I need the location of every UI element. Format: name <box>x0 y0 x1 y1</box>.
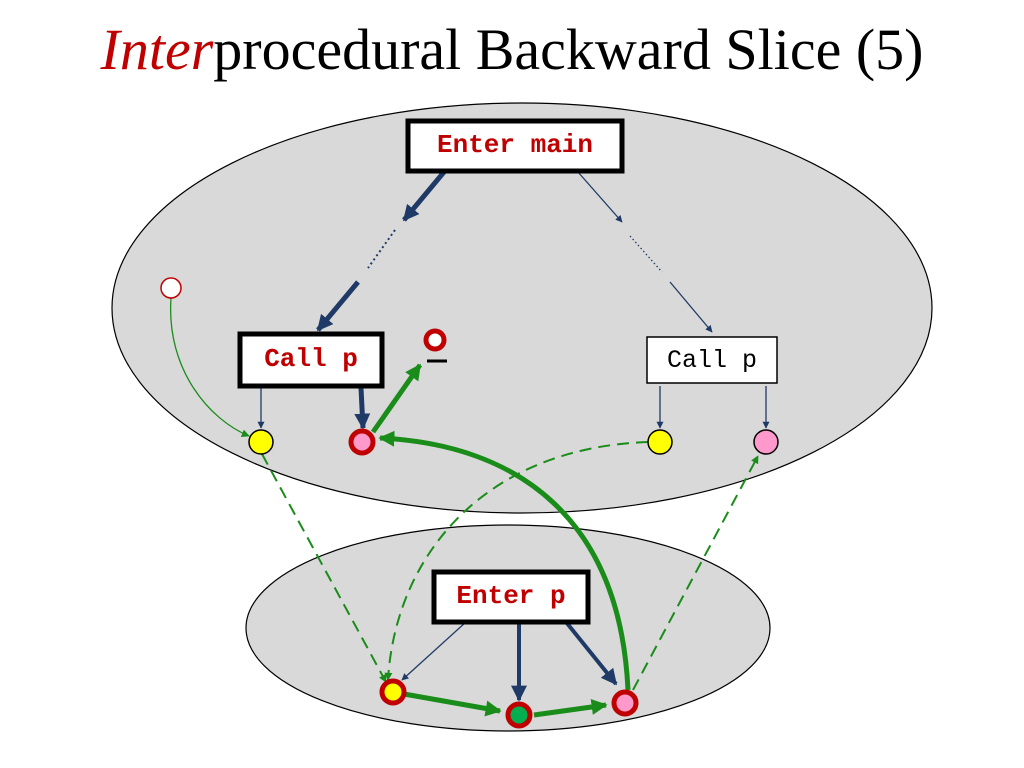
call-p-right-node: Call p <box>646 336 778 384</box>
result-node <box>423 328 447 363</box>
slide-title: Interprocedural Backward Slice (5) <box>0 18 1024 82</box>
title-rest: procedural Backward Slice (5) <box>213 17 924 82</box>
main-control-edges <box>257 171 770 429</box>
p-procedure-ellipse <box>245 524 771 732</box>
actual-out-left-node <box>348 428 376 456</box>
slice-flow-edges <box>370 363 631 718</box>
actual-in-right-node <box>647 429 673 455</box>
main-slice-control-edges <box>316 170 446 430</box>
flow-edge-left <box>170 297 250 437</box>
enter-main-label: Enter main <box>437 130 593 160</box>
enter-p-label: Enter p <box>456 581 565 611</box>
call-p-left-label: Call p <box>264 344 358 374</box>
formal-out-node <box>611 689 639 717</box>
parameter-edges <box>261 441 759 691</box>
actual-out-right-node <box>753 429 779 455</box>
main-procedure-ellipse <box>111 102 933 514</box>
call-p-left-node: Call p <box>237 331 385 389</box>
actual-in-left-node <box>248 429 274 455</box>
inner-node <box>505 701 533 729</box>
title-emphasis: Inter <box>100 17 214 82</box>
p-control-edges <box>401 620 618 702</box>
enter-p-node: Enter p <box>431 569 591 625</box>
formal-out-small-node <box>160 277 182 299</box>
call-p-right-label: Call p <box>667 346 757 375</box>
formal-in-node <box>379 678 407 706</box>
enter-main-node: Enter main <box>405 118 625 174</box>
